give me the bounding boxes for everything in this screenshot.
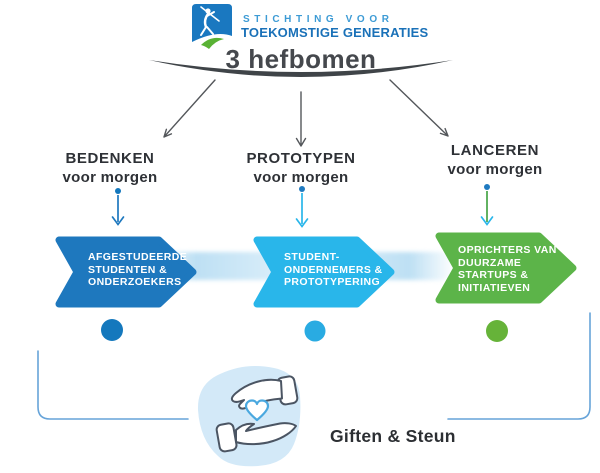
donation-illustration	[197, 366, 301, 467]
down-arrow-middle-head	[295, 218, 309, 228]
bottom-hand-cuff	[215, 422, 238, 453]
chevron-box-middle	[253, 236, 395, 308]
chevron-label-left: AFGESTUDEERDE STUDENTEN & ONDERZOEKERS	[88, 251, 188, 288]
column-header-prototypen: PROTOTYPEN voor morgen	[221, 150, 381, 186]
heart-icon	[244, 399, 270, 422]
connector-arrow-right	[389, 79, 449, 137]
down-arrow-middle	[295, 186, 309, 228]
chevron-box-right	[435, 232, 577, 304]
column-subheading: voor morgen	[253, 169, 349, 186]
hands-holding-heart-icon	[215, 375, 299, 453]
column-subheading: voor morgen	[62, 169, 158, 186]
footer-bracket-left	[37, 350, 189, 420]
column-subheading: voor morgen	[447, 161, 543, 178]
brand-name-line1: STICHTING VOOR	[243, 14, 394, 25]
connector-arrows	[163, 79, 449, 147]
logo-green-swoosh-icon	[201, 37, 224, 49]
column-heading: BEDENKEN	[65, 150, 155, 167]
down-arrow-right-head	[480, 216, 494, 226]
leaping-figure-icon	[200, 6, 220, 36]
chevron-label-right: OPRICHTERS VAN DUURZAME STARTUPS & INITI…	[458, 244, 557, 294]
column-header-bedenken: BEDENKEN voor morgen	[30, 150, 190, 186]
page-title: 3 hefbomen	[225, 44, 377, 74]
logo-blue-shape	[192, 4, 232, 42]
chevron-box-left	[55, 236, 197, 308]
brand-logo-icon	[192, 4, 232, 49]
footer-label: Giften & Steun	[330, 426, 456, 446]
chevron-shape-middle	[253, 236, 395, 308]
bottom-hand	[235, 422, 297, 446]
bullet-dot-right	[486, 320, 508, 342]
column-header-lanceren: LANCEREN voor morgen	[415, 142, 575, 178]
down-arrow-middle-dot	[299, 186, 305, 192]
down-arrow-right-dot	[484, 184, 490, 190]
down-arrow-right	[480, 184, 494, 226]
chevron-shape-right	[435, 232, 577, 304]
down-arrow-left-dot	[115, 188, 121, 194]
brand-name-line2: TOEKOMSTIGE GENERATIES	[241, 25, 429, 40]
bullet-dot-left	[101, 319, 123, 341]
chevron-label-middle: STUDENT- ONDERNEMERS & PROTOTYPERING	[284, 251, 383, 288]
column-heading: LANCEREN	[450, 142, 540, 159]
footer-brackets	[37, 312, 591, 420]
connector-arrow-middle	[295, 91, 307, 147]
chevron-shape-left	[55, 236, 197, 308]
down-arrow-left-head	[111, 216, 125, 226]
down-arrow-left	[111, 188, 125, 226]
footer-bracket-right	[447, 312, 591, 420]
column-heading: PROTOTYPEN	[246, 150, 356, 167]
connector-arrow-left	[163, 79, 216, 138]
bullet-dot-middle	[304, 320, 326, 342]
